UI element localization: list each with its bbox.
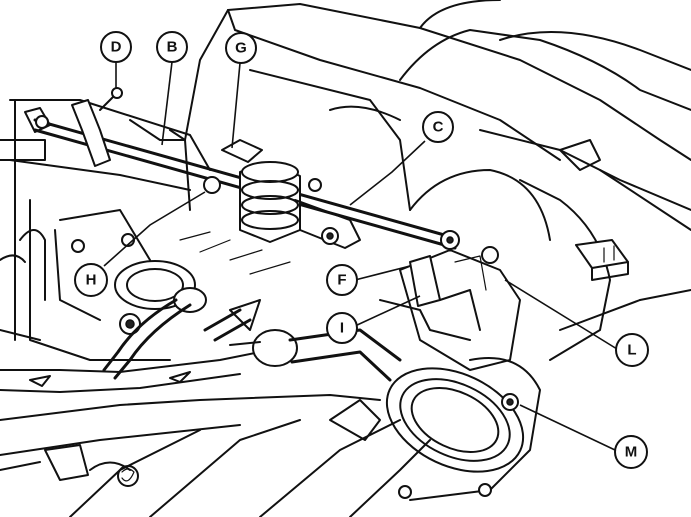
callout-b: B [156,31,188,63]
callout-i: I [326,312,358,344]
callout-i-text: I [340,320,344,337]
callout-b-text: B [167,39,178,56]
callout-d-text: D [111,39,122,56]
callout-c-text: C [433,119,444,136]
electrical-connector [575,239,629,281]
frame-rail [0,99,211,361]
callout-l: L [615,333,649,367]
callout-m-text: M [625,444,638,461]
vacuum-hoses [0,298,261,393]
vacuum-capsule [54,209,207,335]
callout-m: M [614,435,648,469]
lower-cross-members [0,394,492,517]
callout-c: C [422,111,454,143]
callout-h-text: H [86,272,97,289]
callout-d: D [100,31,132,63]
air-cleaner-housing [184,0,691,361]
intake-duct [385,357,541,501]
dashpot-assembly [179,139,361,275]
callout-g-text: G [235,40,247,57]
leader-lines [103,61,618,451]
callout-f: F [326,264,358,296]
callout-h: H [74,263,108,297]
callout-f-text: F [337,272,346,289]
callout-g: G [225,32,257,64]
throttle-body [379,230,521,371]
linkage-bracket-d [71,87,186,167]
callout-l-text: L [627,342,636,359]
air-pipe [229,328,402,382]
